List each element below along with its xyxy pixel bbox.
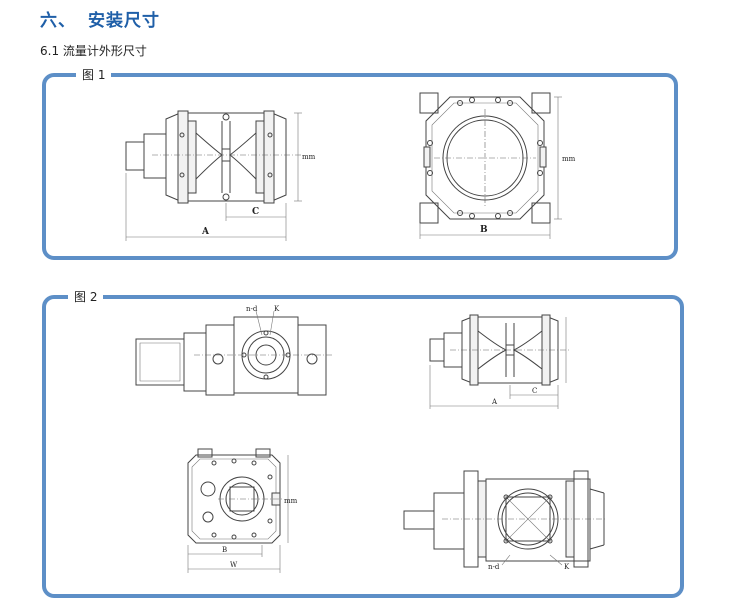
figure-2-dim-w: W [230, 561, 238, 569]
section-heading: 六、安装尺寸 [40, 6, 160, 31]
figure-2-dim-a: A [491, 398, 498, 406]
figure-1-label: 图 1 [76, 67, 112, 83]
figure-2-front-height-label: mm [284, 497, 298, 505]
figure-2-dim-b: B [222, 546, 227, 554]
figure-2-top-view-drawing: n-d K [134, 305, 334, 395]
figure-2-frame: 图 2 n-d K C [42, 289, 684, 598]
heading-number: 六、 [40, 11, 76, 31]
figure-2-bottom-view-drawing: n-d K [402, 469, 612, 571]
figure-2-top-k-label: K [274, 305, 280, 313]
figure-1-side-view-drawing: mm C A [122, 103, 316, 243]
figure-1-dim-c: C [252, 207, 259, 217]
figure-2-dim-c: C [532, 387, 537, 395]
figure-1-frame: 图 1 mm C A [42, 67, 678, 260]
figure-2-top-nd-label: n-d [246, 305, 258, 313]
heading-text: 安装尺寸 [88, 11, 160, 31]
figure-1-side-height-label: mm [302, 153, 316, 161]
figure-2-bottom-k-label: K [564, 563, 570, 571]
figure-1-dim-a: A [201, 227, 210, 237]
figure-2-front-view-drawing: mm B W [184, 447, 298, 577]
subsection-title: 6.1 流量计外形尺寸 [40, 44, 147, 58]
figure-1-dim-b: B [480, 225, 488, 235]
figure-1-front-height-label: mm [562, 155, 576, 163]
figure-2-label: 图 2 [68, 289, 104, 305]
figure-2-bottom-nd-label: n-d [488, 563, 500, 571]
figure-2-side-view-drawing: C A [426, 309, 596, 409]
figure-1-front-view-drawing: mm B [414, 91, 576, 241]
